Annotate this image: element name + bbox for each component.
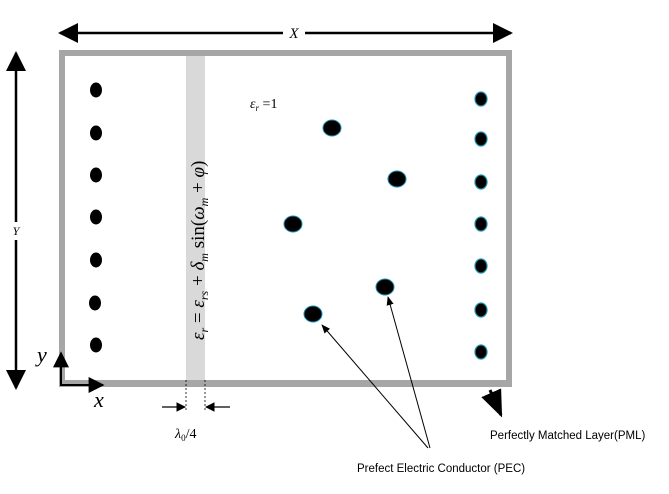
pec-rod (90, 125, 102, 141)
pec-pointer-arrow-2 (386, 296, 431, 449)
pml-label: Perfectly Matched Layer(PML) (490, 430, 645, 442)
pec-rod (89, 295, 101, 311)
pec-label: Prefect Electric Conductor (PEC) (357, 463, 525, 475)
pec-rod (474, 91, 488, 107)
pec-rod (90, 82, 102, 98)
axis-x-label: x (93, 387, 104, 412)
pec-rod (303, 305, 323, 323)
pec-rods-scattered (283, 119, 407, 323)
pec-rods-left-column (89, 82, 102, 353)
slab-modulation-equation: εr = εrs + δm sin(ωm + φ) (188, 161, 211, 340)
pec-rod (90, 167, 102, 183)
slab-width-label: λ0/4 (174, 427, 196, 443)
pec-rod (90, 209, 102, 225)
pml-pointer-arrow (481, 388, 503, 418)
pec-pointer-arrow-1 (321, 324, 429, 449)
pec-rod (474, 258, 488, 274)
pec-rod (283, 215, 303, 233)
computational-domain (65, 56, 506, 380)
pec-rods-right-column (474, 91, 488, 360)
pec-rod (474, 344, 488, 360)
pec-rod (474, 302, 488, 318)
pec-rod (90, 252, 102, 268)
modulated-dielectric-slab (186, 56, 205, 380)
background-permittivity-label: εr =1 (250, 97, 277, 113)
pec-rod (474, 131, 488, 147)
pec-rod (474, 216, 488, 232)
y-dimension-label: Y (13, 224, 21, 238)
pec-rod (322, 119, 342, 137)
pec-rod (375, 278, 395, 296)
x-dimension-label: X (288, 26, 299, 42)
pec-rod (387, 170, 407, 188)
pec-rod (474, 174, 488, 190)
axis-y-label: y (35, 342, 47, 367)
pec-rod (90, 337, 102, 353)
